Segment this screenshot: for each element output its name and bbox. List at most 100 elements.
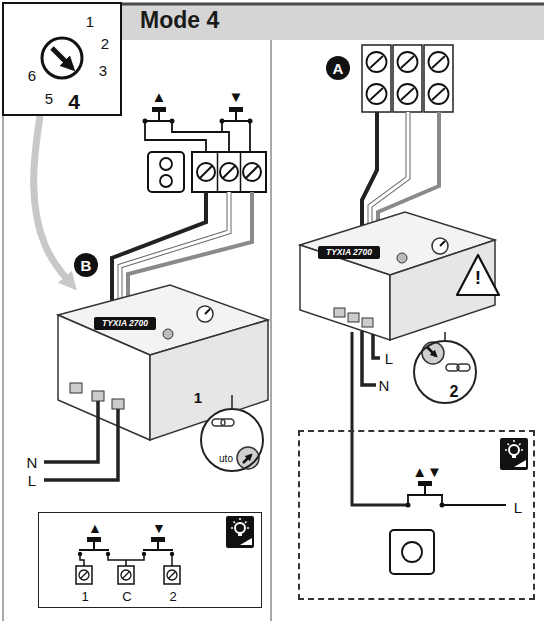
lamp-icon	[509, 445, 519, 455]
module-body	[397, 253, 407, 263]
magnifier-detail	[212, 419, 225, 426]
terminal-label: ▲	[88, 521, 102, 535]
header-band	[122, 4, 544, 40]
magnifier-circle: 1uto	[200, 408, 264, 472]
header-band	[122, 4, 544, 40]
module-wire	[120, 192, 229, 302]
leader-line	[444, 332, 446, 340]
lamp-icon	[508, 444, 510, 446]
magnifier-detail	[243, 455, 251, 463]
mains-wire	[362, 331, 380, 385]
button-wire	[249, 121, 251, 152]
module-wire	[128, 192, 252, 304]
module-body	[197, 306, 213, 322]
module-body	[92, 391, 104, 401]
triangle-outline	[457, 255, 499, 295]
terminal-block	[240, 152, 242, 192]
terminal-symbol	[79, 570, 89, 580]
wire-label: N	[379, 378, 390, 393]
button-wire	[80, 554, 172, 566]
button-wire	[171, 554, 173, 566]
wire-label: L	[28, 473, 36, 488]
lamp-icon	[235, 523, 245, 533]
pointer-arrow	[34, 116, 72, 285]
terminal-block	[367, 52, 387, 72]
pushbutton-symbol	[87, 537, 101, 542]
button-wire	[352, 430, 408, 505]
frame-line	[3, 40, 271, 621]
frame-line	[270, 40, 272, 621]
module-body	[94, 317, 156, 330]
magnifier-detail	[422, 342, 444, 364]
pushbutton-symbol	[143, 549, 173, 551]
socket-icon	[390, 530, 434, 574]
terminal-block	[429, 52, 449, 72]
button-wire	[80, 554, 84, 566]
model-name: TYXIA 2700	[326, 248, 372, 257]
magnifier-text: 2	[450, 384, 459, 400]
terminal-symbol	[169, 572, 176, 579]
terminal-block	[192, 152, 266, 192]
terminal-symbol	[118, 566, 134, 584]
button-wire	[108, 554, 144, 560]
lamp-icon	[500, 438, 528, 470]
magnifier-detail	[427, 347, 436, 356]
pushbutton-symbol	[78, 537, 174, 556]
terminal-symbol	[121, 570, 131, 580]
module-body	[205, 309, 210, 314]
callout-letter: B	[81, 258, 92, 273]
magnifier-detail	[413, 340, 477, 404]
pushbutton-symbol	[406, 481, 507, 508]
socket-icon	[160, 175, 172, 187]
terminal-symbol	[123, 572, 130, 579]
magnifier-detail	[200, 408, 264, 472]
model-name: TYXIA 2700	[102, 319, 148, 328]
header-band	[122, 3, 544, 6]
socket-icon	[148, 152, 184, 192]
terminal-label: C	[122, 590, 131, 603]
socket-icon	[402, 542, 422, 562]
pushbutton-symbol	[418, 481, 432, 486]
lamp-icon	[240, 538, 252, 545]
button-arrow: ▼	[229, 89, 244, 104]
button-wire	[145, 121, 250, 152]
button-label: ▲▼	[412, 464, 442, 479]
wiring-detail-box: ▲▼1C2	[38, 512, 262, 608]
terminal-block	[220, 163, 238, 181]
module-body	[112, 399, 124, 409]
mains-wire	[44, 401, 98, 462]
pushbutton-symbol	[143, 107, 253, 124]
terminal-block	[362, 45, 453, 112]
lamp-icon	[500, 438, 528, 470]
button-wire	[352, 430, 408, 505]
lamp-icon	[247, 527, 249, 529]
magnifier-text: uto	[219, 454, 233, 464]
terminal-label: ▼	[152, 521, 166, 535]
terminal-symbol	[76, 566, 180, 584]
mains-wire	[44, 409, 118, 480]
pushbutton-symbol	[220, 120, 252, 122]
lamp-icon	[513, 440, 515, 442]
terminal-block	[370, 56, 383, 68]
terminal-block	[401, 56, 414, 68]
mains-wire	[373, 334, 380, 358]
terminal-block	[432, 88, 445, 100]
tyxia-module: TYXIA 2700	[58, 285, 248, 395]
terminal-label: 1	[81, 590, 88, 603]
magnifier-text: 1	[194, 390, 202, 405]
magnifier-detail	[221, 419, 234, 426]
lamp-icon	[226, 516, 254, 548]
terminal-block	[367, 84, 387, 104]
socket-icon	[390, 530, 434, 574]
terminal-block	[223, 166, 235, 178]
module-wire	[112, 192, 252, 304]
terminal-block	[370, 88, 383, 100]
terminal-block	[398, 84, 418, 104]
terminal-block	[200, 166, 212, 178]
dial-number: 5	[45, 91, 53, 106]
dial-number: 1	[86, 14, 94, 29]
lamp-icon	[505, 449, 507, 451]
